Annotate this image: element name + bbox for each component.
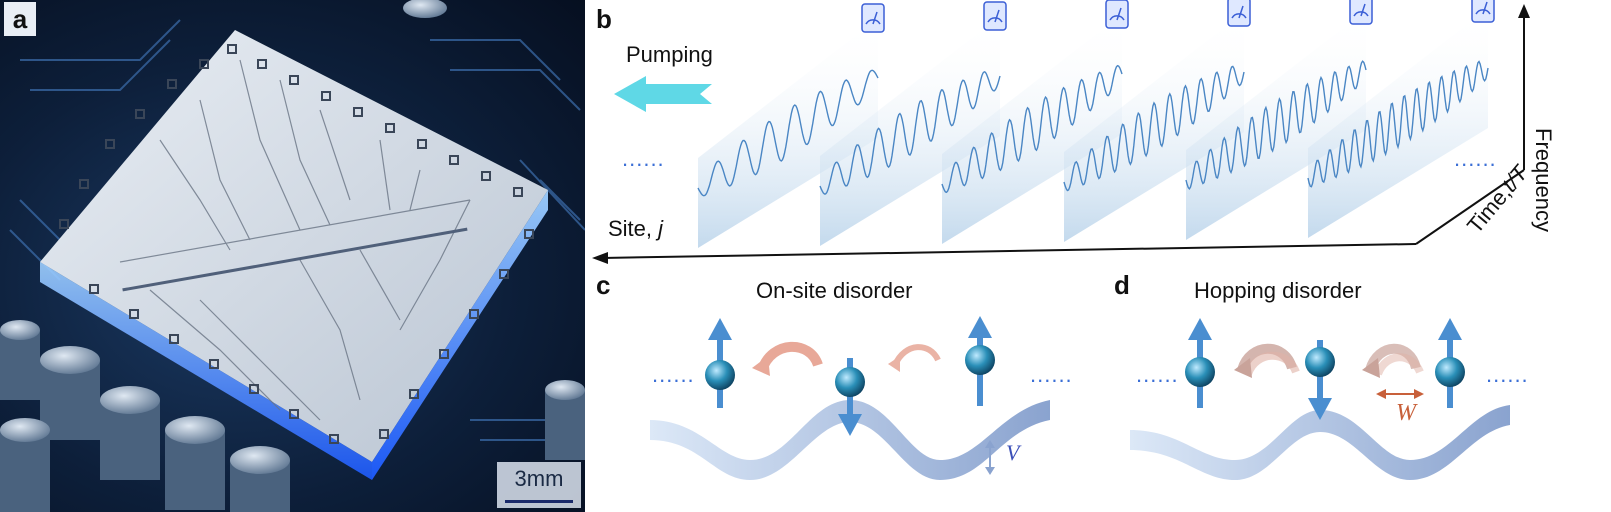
hop-arrow-2 bbox=[892, 344, 941, 367]
spectrum-slice bbox=[1063, 0, 1251, 242]
site-ellipsis-right: ...... bbox=[1454, 146, 1497, 171]
c-ellipsis-left: ...... bbox=[652, 362, 695, 387]
spin-down-2 bbox=[835, 358, 865, 436]
w-label: W bbox=[1396, 400, 1416, 426]
hop-arrow-1 bbox=[757, 341, 823, 373]
panel-a-letter: a bbox=[4, 2, 36, 36]
measurement-meter-icon bbox=[1471, 0, 1495, 23]
d-ellipsis-right: ...... bbox=[1486, 362, 1529, 387]
panel-d-letter: d bbox=[1114, 270, 1130, 300]
spin-up-3 bbox=[965, 316, 995, 406]
spin-up-d1 bbox=[1185, 318, 1215, 408]
spin-up-d3 bbox=[1435, 318, 1465, 408]
panel-c-title: On-site disorder bbox=[756, 278, 913, 303]
potential-ribbon-d bbox=[1130, 405, 1510, 480]
frequency-axis-arrowhead bbox=[1518, 4, 1530, 18]
spectrum-slice bbox=[697, 3, 885, 248]
v-label: V bbox=[1006, 440, 1020, 465]
measurement-meter-icon bbox=[861, 3, 885, 33]
measurement-meter-icon bbox=[1105, 0, 1129, 29]
panel-b-diagram bbox=[592, 0, 1530, 264]
hopping-disorder-diagram bbox=[1130, 318, 1510, 480]
c-ellipsis-right: ...... bbox=[1030, 362, 1073, 387]
spectrum-slice bbox=[1185, 0, 1373, 240]
scale-label: 3mm bbox=[514, 466, 564, 491]
panel-d-title: Hopping disorder bbox=[1194, 278, 1362, 303]
site-axis bbox=[601, 243, 1417, 259]
spectrum-slice bbox=[1307, 0, 1495, 238]
measurement-meter-icon bbox=[983, 1, 1007, 31]
site-axis-label: Site, j bbox=[608, 216, 663, 242]
chip-photo: a 3mm bbox=[0, 0, 585, 512]
spin-down-d2 bbox=[1305, 340, 1335, 420]
pumping-label: Pumping bbox=[626, 42, 713, 67]
spectrum-slice bbox=[819, 1, 1007, 246]
d-ellipsis-left: ...... bbox=[1136, 362, 1179, 387]
panel-b-letter: b bbox=[596, 4, 612, 34]
site-axis-text: Site, bbox=[608, 216, 659, 241]
panel-c-letter: c bbox=[596, 270, 611, 300]
spectrum-slice bbox=[941, 0, 1129, 244]
time-axis bbox=[1415, 169, 1525, 245]
spin-up-1 bbox=[705, 318, 735, 408]
site-ellipsis-left: ...... bbox=[622, 146, 665, 171]
pumping-arrow bbox=[614, 76, 712, 112]
scale-bar-line bbox=[505, 500, 573, 503]
site-axis-variable: j bbox=[658, 216, 664, 241]
frequency-axis-label: Frequency bbox=[1531, 128, 1556, 232]
onsite-disorder-diagram bbox=[650, 316, 1050, 480]
chip-illustration bbox=[0, 0, 585, 512]
measurement-meter-icon bbox=[1227, 0, 1251, 27]
scale-bar: 3mm bbox=[497, 462, 581, 508]
site-axis-arrowhead bbox=[592, 252, 608, 264]
potential-ribbon bbox=[650, 400, 1050, 480]
